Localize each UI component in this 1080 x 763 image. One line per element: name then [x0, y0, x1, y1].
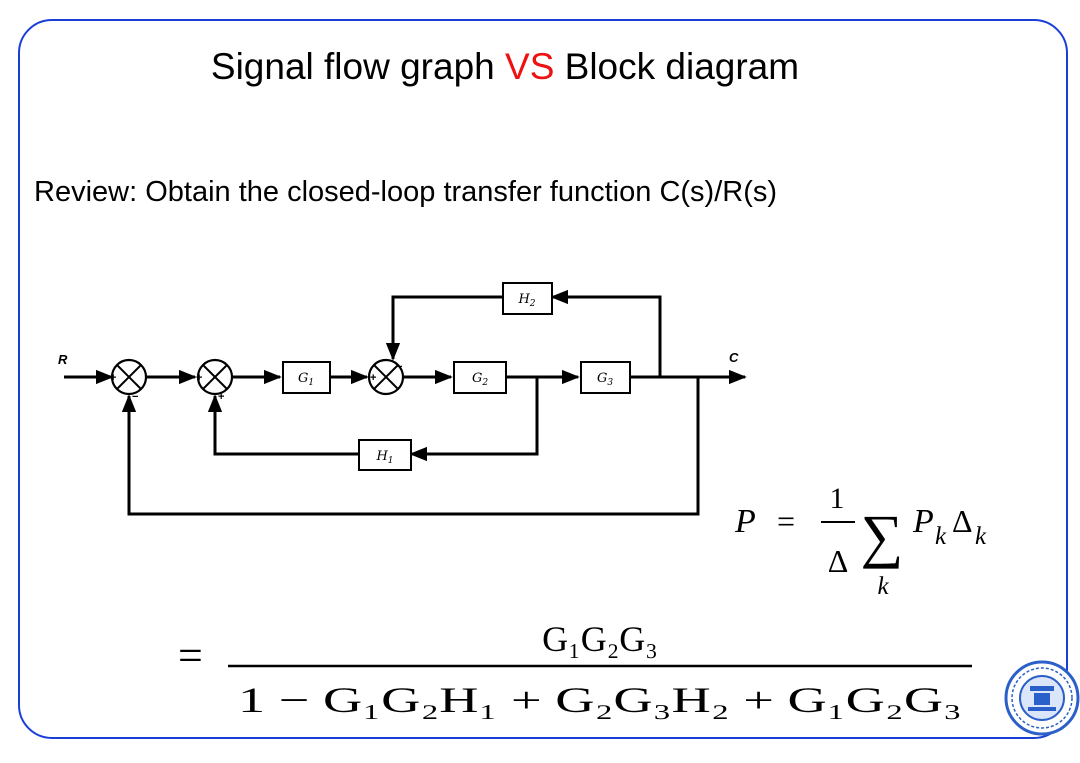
mason-formula: P = 1 Δ ∑ k P k Δ k: [734, 482, 987, 600]
mason-term-p-sub: k: [935, 523, 947, 550]
block-g2: [453, 361, 507, 394]
result-formula: = G₁G₂G₃ 1 − G₁G₂H₁ + G₂G₃H₂ + G₁G₂G₃: [178, 619, 972, 720]
mason-term-p: P: [912, 503, 934, 540]
output-label-c: C: [729, 350, 739, 365]
wire-h2-s3: [385, 295, 503, 361]
wire-to-h2: [550, 289, 662, 377]
block-g1-label: G1: [298, 371, 314, 388]
title-part-1: Signal flow graph: [210, 46, 506, 87]
s3-sign-fb: −: [396, 361, 402, 373]
s1-sign-in: +: [110, 372, 116, 384]
mason-eq: =: [777, 503, 795, 539]
university-logo-icon: [1004, 660, 1080, 736]
title-vs: VS: [505, 46, 555, 87]
s2-sign-in: +: [196, 372, 202, 384]
wire-unity-feedback: [121, 377, 700, 516]
mason-lhs: P: [734, 503, 756, 540]
mason-term-d: Δ: [952, 503, 973, 539]
wire-h1-s2: [207, 394, 359, 456]
s1-sign-fb: −: [132, 391, 138, 403]
junction-crosses: [116, 364, 399, 390]
result-numerator: G₁G₂G₃: [542, 619, 658, 659]
slide-frame: [18, 19, 1068, 739]
title-part-2: Block diagram: [554, 46, 800, 87]
s2-sign-fb: +: [218, 391, 224, 403]
block-h1-label: H1: [375, 449, 393, 466]
result-denominator: 1 − G₁G₂H₁ + G₂G₃H₂ + G₁G₂G₃: [238, 680, 962, 720]
mason-sum-index: k: [877, 573, 889, 600]
mason-num: 1: [830, 482, 845, 515]
slide-subtitle: Review: Obtain the closed-loop transfer …: [34, 176, 778, 208]
slide-title: Signal flow graph VS Block diagram: [0, 46, 1010, 88]
block-g3-label: G3: [597, 371, 613, 388]
wire-to-h1: [409, 377, 539, 462]
block-h2: [502, 282, 553, 315]
block-h1: [358, 439, 412, 471]
s3-sign-in: +: [370, 372, 376, 384]
input-label-r: R: [58, 352, 68, 367]
block-h2-label: H2: [517, 292, 535, 309]
block-g3: [580, 361, 631, 394]
result-eq: =: [178, 631, 203, 680]
mason-term-d-sub: k: [975, 523, 987, 550]
block-g2-label: G2: [472, 371, 488, 388]
mason-den: Δ: [828, 543, 849, 579]
block-g1: [282, 361, 331, 394]
mason-sum-symbol: ∑: [861, 503, 904, 569]
